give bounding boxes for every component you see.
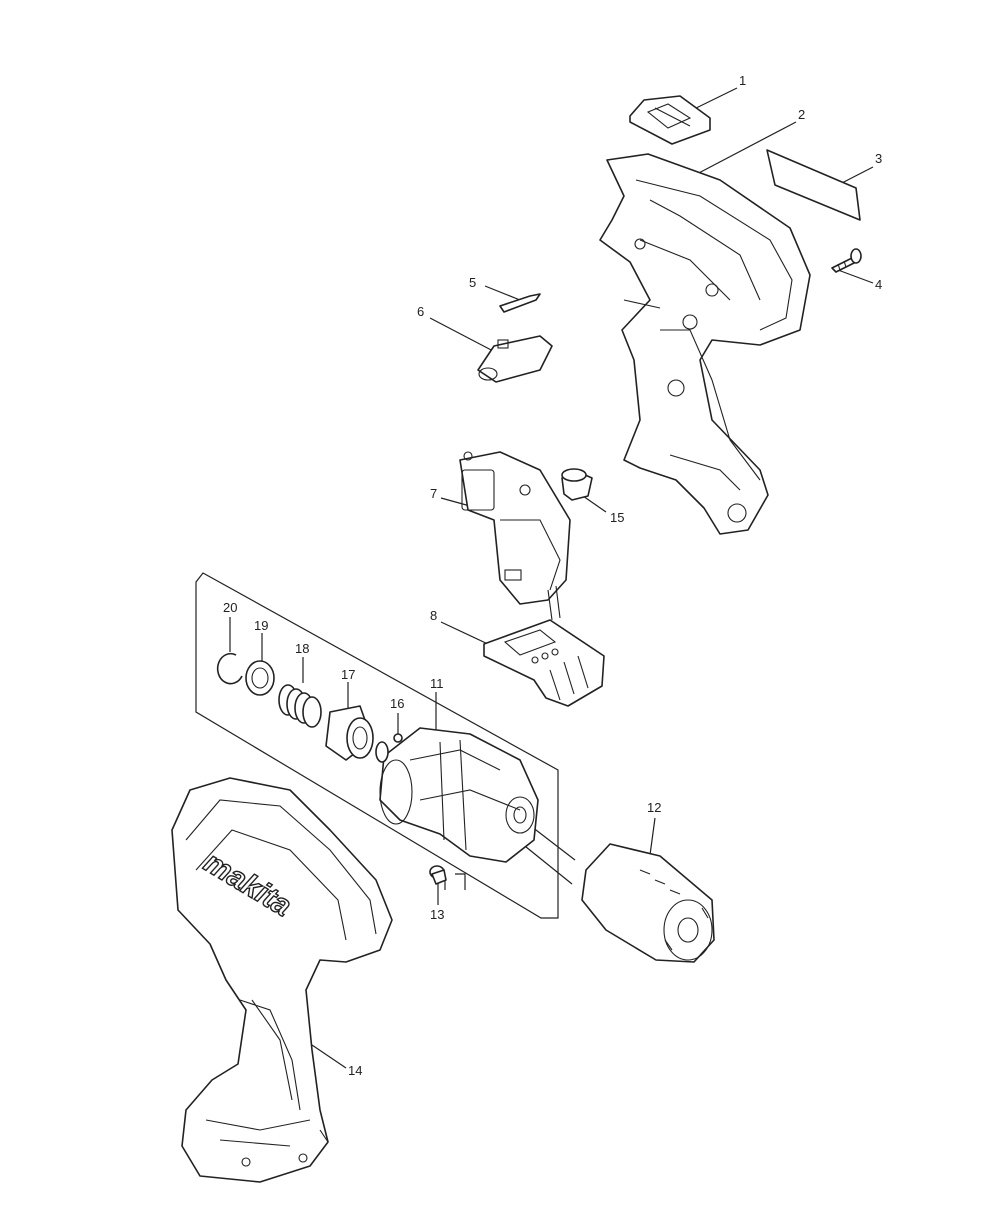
part-17-sleeve <box>325 705 374 761</box>
callout-8: 8 <box>430 608 437 623</box>
callout-19: 19 <box>254 618 268 633</box>
callout-7: 7 <box>430 486 437 501</box>
callout-15: 15 <box>610 510 624 525</box>
callout-14: 14 <box>348 1063 362 1078</box>
part-11-gear-assembly <box>375 727 539 863</box>
part-19-washer <box>245 660 275 696</box>
callout-18: 18 <box>295 641 309 656</box>
part-1-lever <box>629 95 711 145</box>
part-16-ball <box>393 733 403 743</box>
callout-6: 6 <box>417 304 424 319</box>
part-2-housing-half <box>599 153 811 535</box>
part-4-screw <box>831 248 862 273</box>
part-3-label <box>766 149 861 221</box>
part-18-spring <box>278 684 322 728</box>
callout-16: 16 <box>390 696 404 711</box>
callout-17: 17 <box>341 667 355 682</box>
part-20-retaining-ring <box>216 652 243 685</box>
callout-1: 1 <box>739 73 746 88</box>
callout-4: 4 <box>875 277 882 292</box>
part-15-bushing <box>561 468 593 501</box>
part-12-motor <box>581 843 715 963</box>
part-6-switch-lever <box>477 335 553 383</box>
part-5-clip <box>499 293 541 313</box>
part-13-screw <box>429 865 447 885</box>
part-7-switch-unit <box>459 451 571 621</box>
part-14-housing-set: makita <box>171 777 393 1183</box>
callout-11: 11 <box>430 676 444 691</box>
callout-5: 5 <box>469 275 476 290</box>
assembly-group-outline <box>195 572 559 919</box>
callout-numbers: 1 2 3 4 5 6 7 15 8 20 19 18 17 16 11 12 … <box>223 73 882 1078</box>
callout-2: 2 <box>798 107 805 122</box>
callout-13: 13 <box>430 907 444 922</box>
part-8-controller <box>483 619 605 707</box>
callout-3: 3 <box>875 151 882 166</box>
callout-12: 12 <box>647 800 661 815</box>
callout-20: 20 <box>223 600 237 615</box>
